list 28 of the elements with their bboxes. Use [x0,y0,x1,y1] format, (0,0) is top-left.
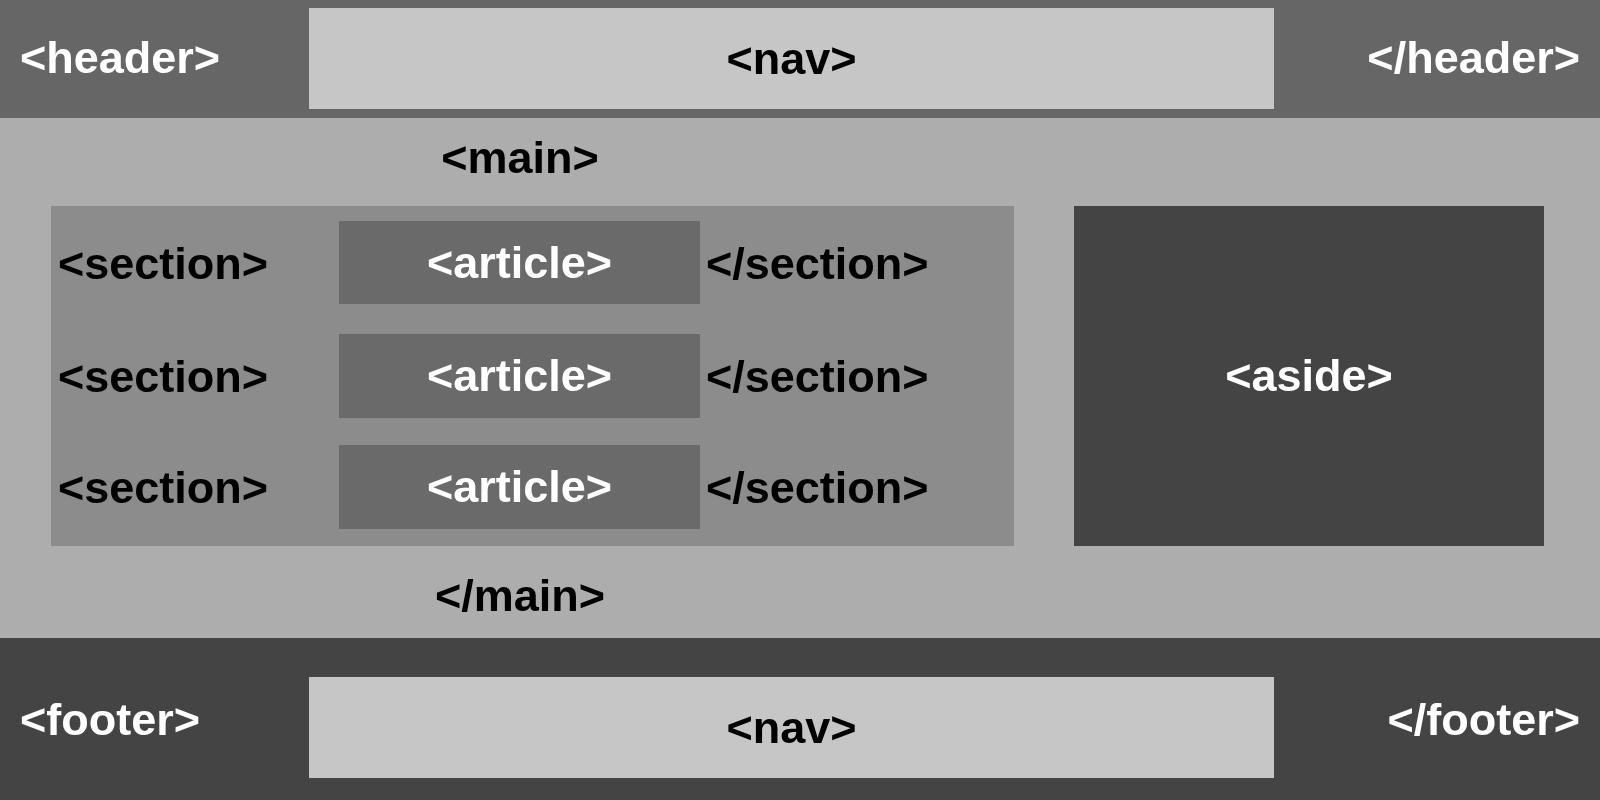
nav-bar [309,677,1274,778]
tag-label: </footer> [1386,693,1580,747]
header-band [0,0,1600,118]
article-box [339,221,700,304]
tag-label: <footer> [20,693,202,747]
article-box [339,445,700,529]
tag-label: </section> [706,350,930,404]
footer-band [0,638,1600,800]
tag-label: <aside> [1224,349,1394,403]
tag-label: <article> [425,349,614,403]
tag-label: <nav> [725,700,858,755]
aside-panel [1074,206,1544,546]
tag-label: </header> [1366,31,1580,85]
tag-label: <article> [425,460,614,514]
tag-label: </section> [706,461,930,515]
tag-label: <main> [440,131,600,185]
tag-label: <article> [425,235,614,290]
tag-label: <section> [58,237,270,291]
tag-label: <section> [58,350,270,404]
article-box [339,334,700,418]
section-panel [51,206,1014,546]
tag-label: <nav> [725,31,858,86]
nav-bar [309,8,1274,109]
tag-label: </section> [706,237,930,291]
main-area [0,118,1600,638]
tag-label: <section> [58,461,270,515]
tag-label: <header> [20,31,222,85]
tag-label: </main> [433,569,607,623]
